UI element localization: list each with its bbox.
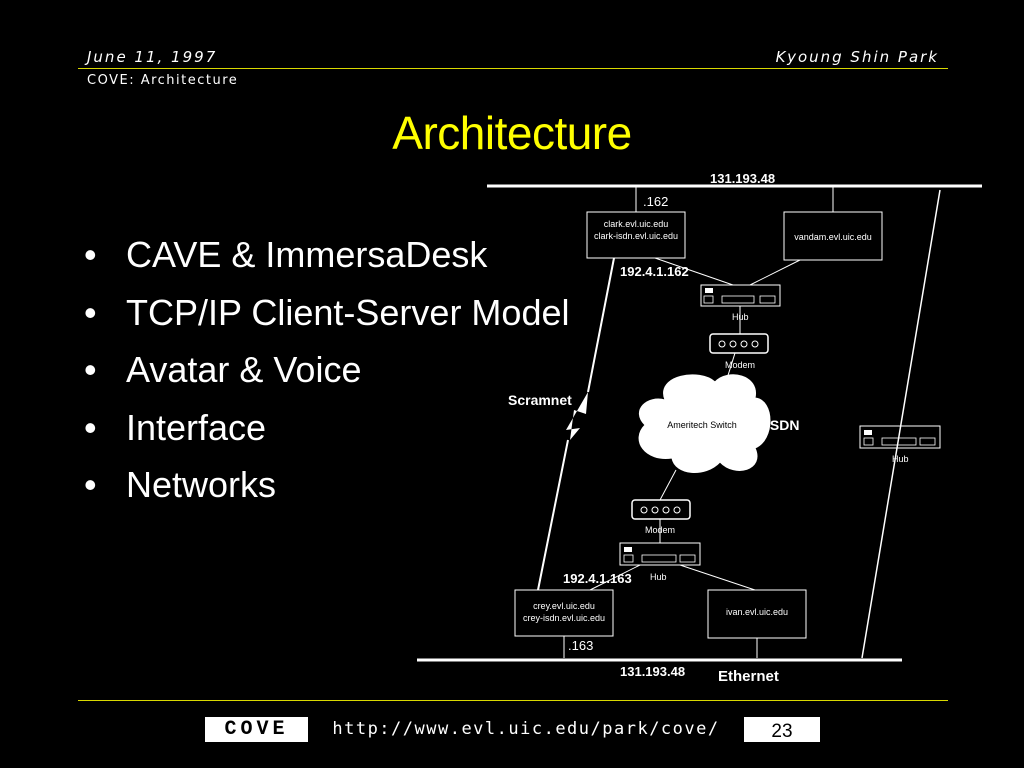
ameritech-switch-cloud (638, 374, 771, 474)
bullet-marker: • (84, 464, 97, 505)
footer-rule (78, 700, 948, 701)
isdn-label: ISDN (766, 417, 799, 433)
header-rule (78, 68, 948, 69)
bullet-text: Avatar & Voice (126, 349, 362, 390)
bullet-item: • TCP/IP Client-Server Model (84, 284, 569, 342)
hub-right-label: Hub (892, 454, 909, 464)
top-host-octet: .162 (643, 194, 668, 209)
bullet-marker: • (84, 234, 97, 275)
bullet-marker: • (84, 291, 97, 333)
bullet-item: • Interface (84, 399, 569, 457)
top-net-label: 131.193.48 (710, 171, 775, 186)
vandam-host-box (783, 211, 883, 261)
crey-isdn-ip: 192.4.1.163 (563, 571, 632, 586)
bullet-text: TCP/IP Client-Server Model (126, 291, 570, 333)
bullet-item: • Networks (84, 456, 569, 514)
header-subtitle: COVE: Architecture (87, 73, 239, 88)
crey-host-line1: crey.evl.uic.edu (533, 601, 595, 611)
lightning-icon (566, 392, 588, 440)
clark-isdn-ip: 192.4.1.162 (620, 264, 689, 279)
footer-url[interactable]: http://www.evl.uic.edu/park/cove/ (308, 717, 744, 742)
right-slanted-line (861, 189, 941, 659)
ivan-host-label: ivan.evl.uic.edu (726, 607, 788, 617)
header-date: June 11, 1997 (87, 48, 218, 66)
crey-host-line2: crey-isdn.evl.uic.edu (523, 613, 605, 623)
clark-host-line1: clark.evl.uic.edu (604, 219, 669, 229)
scramnet-label: Scramnet (508, 392, 572, 408)
scramnet-line-upper (587, 257, 615, 393)
bullet-text: Networks (126, 464, 277, 505)
bottom-net-label: 131.193.48 (620, 664, 685, 679)
bullet-item: • CAVE & ImmersaDesk (84, 226, 569, 284)
bullet-text: Interface (126, 406, 267, 448)
bullet-item: • Avatar & Voice (84, 341, 569, 399)
scramnet-line-lower (537, 439, 569, 591)
crey-host-box (514, 589, 614, 637)
bullet-text: CAVE & ImmersaDesk (126, 234, 488, 275)
vandam-host-label: vandam.evl.uic.edu (794, 232, 872, 242)
switch-label: Ameritech Switch (667, 420, 737, 430)
slide-title: Architecture (392, 107, 632, 159)
modem-bottom (631, 499, 691, 520)
bottom-host-octet: .163 (568, 638, 593, 653)
bullet-marker: • (84, 406, 97, 448)
bullet-list: • CAVE & ImmersaDesk • TCP/IP Client-Serve… (84, 226, 569, 514)
bullet-marker: • (84, 349, 97, 390)
ivan-host-box (707, 589, 807, 639)
header-author: Kyoung Shin Park (775, 48, 939, 66)
hub-bottom-label: Hub (650, 572, 667, 582)
footer-project: COVE (205, 717, 308, 742)
page-number: 23 (744, 717, 820, 742)
modem-top (709, 333, 769, 354)
ethernet-label: Ethernet (718, 668, 779, 685)
clark-host-box (586, 211, 686, 259)
modem-top-label: Modem (725, 360, 755, 370)
clark-host-line2: clark-isdn.evl.uic.edu (594, 231, 678, 241)
